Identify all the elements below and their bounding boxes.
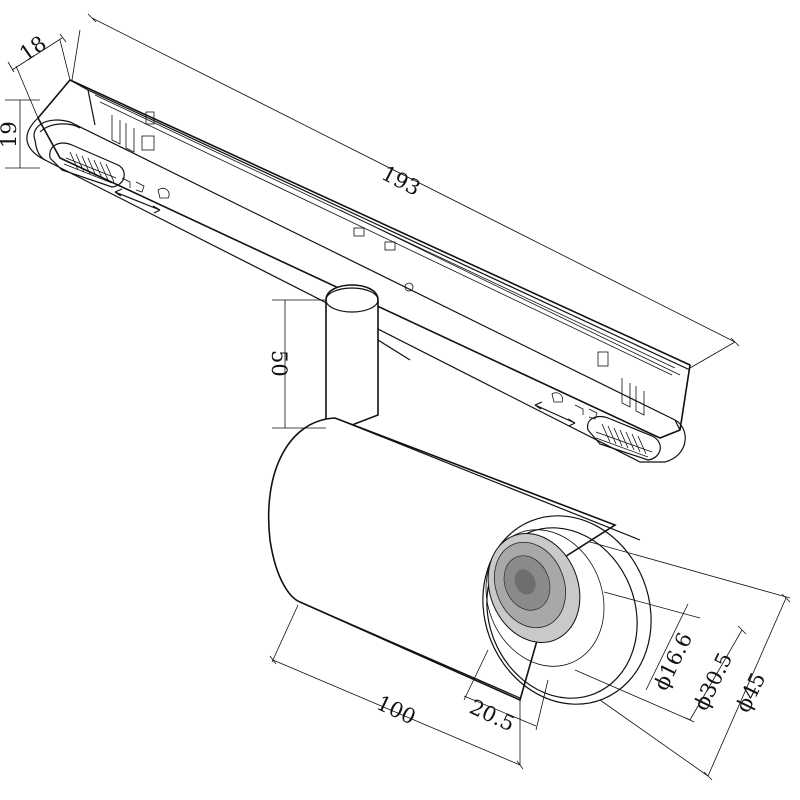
reflector-mesh	[487, 533, 581, 643]
left-contact-grid	[49, 142, 125, 188]
dim-lens-inner-diameter: ϕ16.6	[649, 629, 697, 694]
dim-body-diameter: ϕ45	[731, 669, 771, 716]
dim-stem-height: 50	[267, 350, 291, 377]
dim-lens-depth: 20.5	[466, 695, 519, 737]
dim-rail-length: 193	[378, 161, 425, 201]
cylinder-body	[267, 417, 652, 705]
dim-rail-height: 19	[0, 121, 21, 148]
dim-rail-width: 18	[15, 31, 51, 66]
stem	[325, 284, 411, 437]
right-contact-grid	[586, 415, 661, 461]
dim-lens-outer-diameter: ϕ30.5	[689, 649, 737, 714]
dim-body-length: 100	[373, 691, 419, 730]
dimension-lines	[5, 13, 791, 781]
